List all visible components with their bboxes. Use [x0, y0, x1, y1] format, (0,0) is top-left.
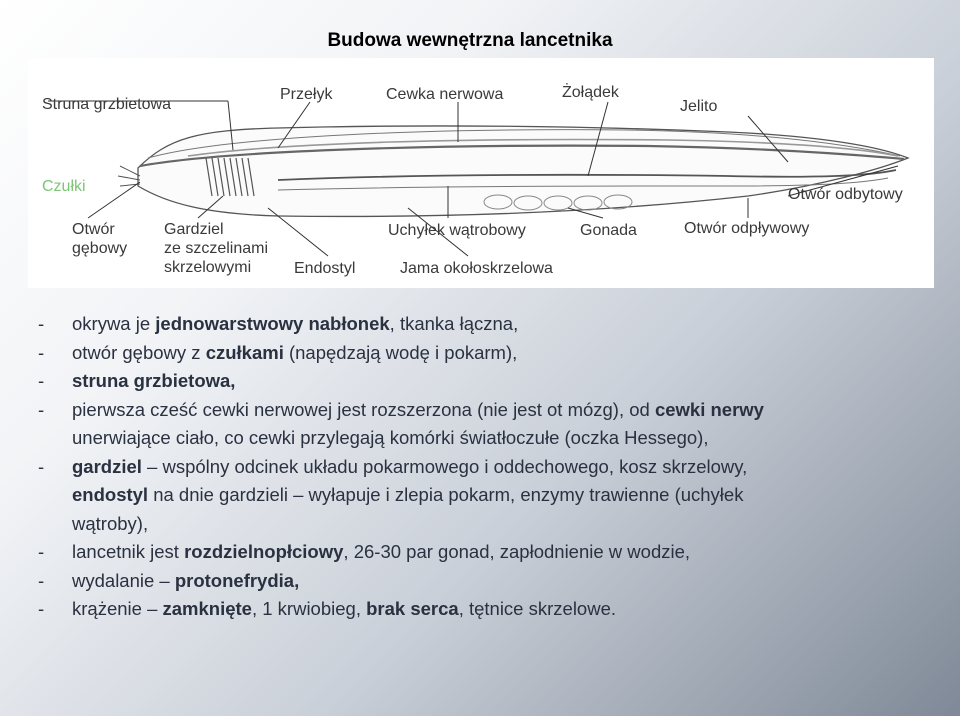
bullet-text: okrywa je [72, 313, 156, 334]
bullet-dash: - [38, 598, 45, 619]
bullet-line: - pierwsza cześć cewki nerwowej jest rozs… [38, 396, 918, 425]
label-otwor-odbytowy: Otwór odbytowy [788, 186, 903, 203]
bullet-bold-text: jednowarstwowy nabłonek [155, 313, 390, 334]
label-zoladek: Żołądek [562, 84, 619, 101]
bullet-line: - gardziel – wspólny odcinek układu pokar… [38, 453, 918, 482]
lancelet-diagram: Struna grzbietowa Przełyk Cewka nerwowa … [28, 58, 934, 288]
slide-title: Budowa wewnętrzna lancetnika [327, 30, 613, 51]
bullet-text: lancetnik jest [72, 541, 185, 562]
bullet-list: - okrywa je jednowarstwowy nabłonek, tkan… [38, 310, 918, 624]
bullet-text: (napędzają wodę i pokarm), [283, 341, 518, 363]
label-uchylek-watrobowy: Uchyłek wątrobowy [388, 222, 526, 239]
bullet-bold-text: czułkami [205, 341, 284, 363]
bullet-bold-text: gardziel [72, 455, 142, 477]
label-otwor-odplywowy: Otwór odpływowy [684, 220, 810, 237]
bullet-bold-text: rozdzielnopłciowy [184, 541, 344, 562]
bullet-text: , 26-30 par gonad, zapłodnienie w wodzie… [343, 541, 691, 562]
label-endostyl: Endostyl [294, 260, 356, 277]
bullet-bold-text: protonefrydia, [174, 569, 300, 591]
bullet-bold-text: zamknięte [162, 598, 252, 619]
bullet-text: wydalanie – [72, 569, 175, 591]
bullet-bold-text: endostyl [72, 484, 149, 505]
bullet-text: , 1 krwiobieg, [251, 598, 367, 619]
bullet-line: endostyl na dnie gardzieli – wyłapuje i … [38, 481, 918, 510]
label-jama-okoloskrzelowa: Jama okołoskrzelowa [400, 260, 553, 277]
bullet-text: krążenie – [72, 598, 163, 619]
label-czulki: Czułki [42, 178, 86, 195]
bullet-dash: - [38, 398, 45, 420]
bullet-text: na dnie gardzieli – wyłapuje i zlepia po… [148, 484, 744, 505]
bullet-dash: - [38, 541, 45, 562]
bullet-line: - struna grzbietowa, [38, 367, 918, 396]
bullet-line: - krążenie – zamknięte, 1 krwiobieg, brak… [38, 595, 918, 624]
bullet-line: - otwór gębowy z czułkami (napędzają wodę… [38, 339, 918, 368]
bullet-text: otwór gębowy z [72, 341, 206, 363]
bullet-line: - lancetnik jest rozdzielnopłciowy, 26-30… [38, 538, 918, 567]
bullet-dash: - [38, 569, 45, 591]
bullet-dash: - [38, 455, 45, 477]
label-gonada: Gonada [580, 222, 637, 239]
label-gardziel: Gardziel ze szczelinami skrzelowymi [164, 221, 269, 276]
bullet-bold-text: brak serca [366, 598, 459, 619]
label-jelito: Jelito [680, 98, 718, 115]
label-przelyk: Przełyk [280, 86, 333, 103]
bullet-bold-text: struna grzbietowa, [72, 370, 236, 391]
bullet-line: - wydalanie – protonefrydia, [38, 567, 918, 596]
label-cewka-nerwowa: Cewka nerwowa [386, 86, 504, 103]
bullet-text: pierwsza cześć cewki nerwowej jest rozsz… [72, 398, 655, 420]
bullet-dash: - [38, 370, 45, 391]
lancelet-body-drawing [48, 100, 910, 257]
bullet-line: wątroby), [38, 510, 918, 539]
label-otwor-gebowy: Otwór gębowy [72, 221, 128, 257]
bullet-text: , tkanka łączna, [389, 313, 519, 334]
bullet-line: unerwiające ciało, co cewki przylegają k… [38, 424, 918, 453]
bullet-dash: - [38, 341, 45, 363]
bullet-line: - okrywa je jednowarstwowy nabłonek, tkan… [38, 310, 918, 339]
bullet-dash: - [38, 313, 45, 334]
bullet-text: , tętnice skrzelowe. [458, 598, 617, 619]
bullet-bold-text: cewki nerwy [654, 398, 764, 420]
bullet-text: wątroby), [72, 512, 149, 534]
label-struna-grzbietowa: Struna grzbietowa [42, 96, 171, 113]
bullet-text: unerwiające ciało, co cewki przylegają k… [72, 427, 709, 448]
bullet-text: – wspólny odcinek układu pokarmowego i o… [141, 455, 748, 477]
